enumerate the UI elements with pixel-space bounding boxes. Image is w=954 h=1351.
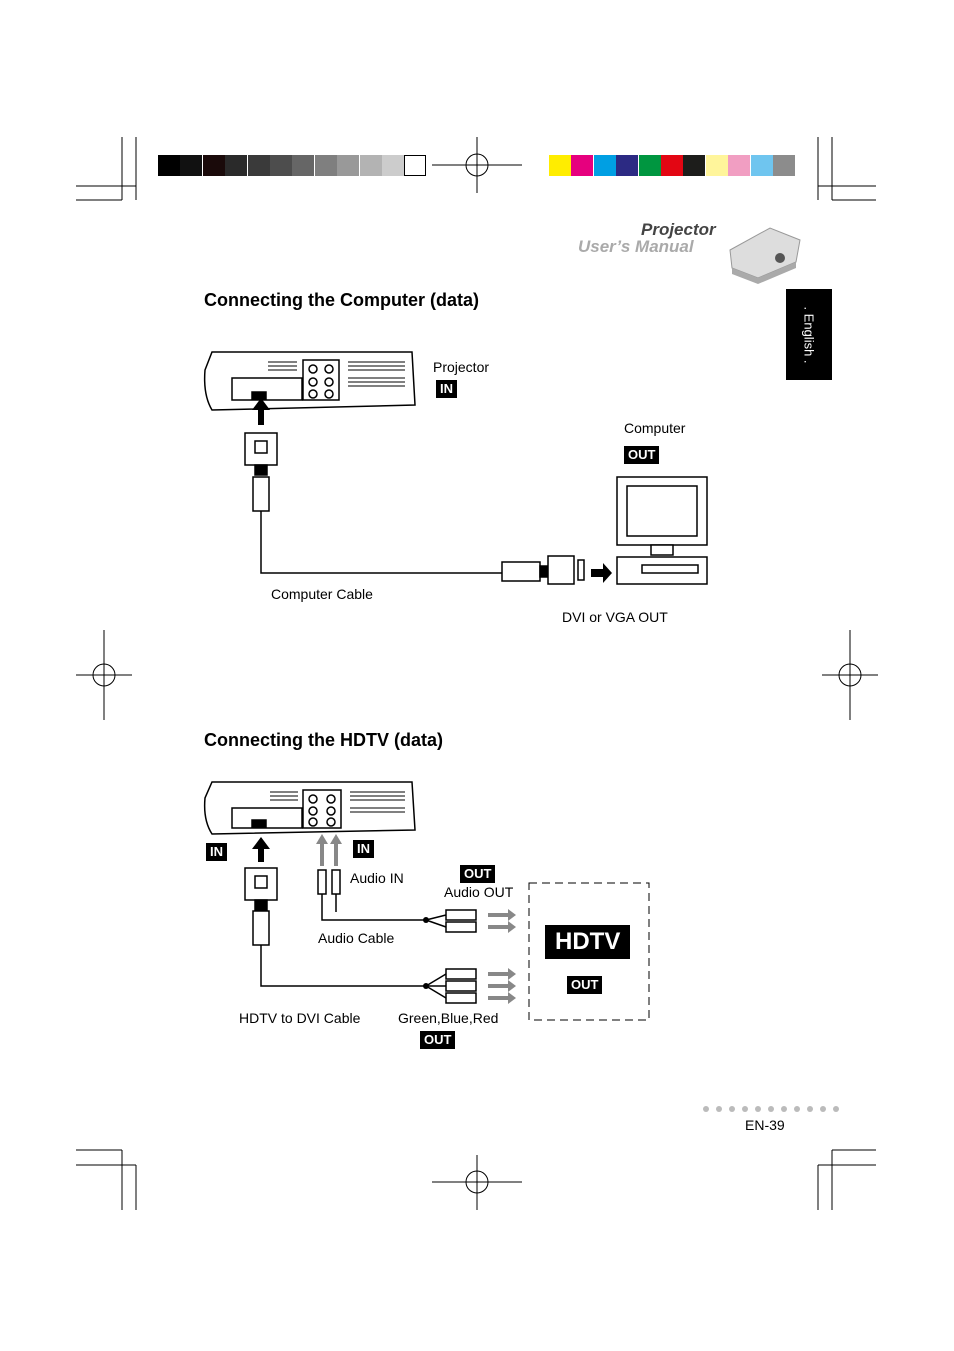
- color-swatch: [683, 155, 706, 176]
- gray-swatch: [382, 155, 404, 176]
- rgb-label: Green,Blue,Red: [398, 1010, 499, 1026]
- projector-label: Projector: [433, 359, 490, 375]
- audio-out-badge: OUT: [460, 865, 496, 883]
- gray-swatch: [225, 155, 248, 176]
- brand-title-manual: User’s Manual: [578, 237, 694, 256]
- dvi-vga-out-label: DVI or VGA OUT: [562, 609, 668, 625]
- gray-swatch: [158, 155, 180, 176]
- audio-out-label: Audio OUT: [444, 884, 514, 900]
- rgb-out-badge: OUT: [420, 1031, 456, 1049]
- gray-swatch: [180, 155, 203, 176]
- hdtv-in-badge: IN: [206, 843, 227, 861]
- audio-in-label: Audio IN: [350, 870, 404, 886]
- gray-swatch: [292, 155, 315, 176]
- gray-swatch: [337, 155, 360, 176]
- color-swatch: [728, 155, 751, 176]
- gray-swatch: [247, 155, 270, 176]
- gray-swatch: [359, 155, 382, 176]
- section-title-hdtv: Connecting the HDTV (data): [204, 730, 443, 750]
- page-number: EN-39: [745, 1117, 785, 1133]
- projector-in-badge: IN: [436, 380, 457, 398]
- color-swatch: [593, 155, 616, 176]
- color-swatch: [750, 155, 773, 176]
- hdtv-device-label: HDTV: [545, 925, 631, 959]
- computer-out-badge: OUT: [624, 446, 660, 464]
- language-tab: . English .: [786, 289, 832, 380]
- gray-swatch: [270, 155, 292, 176]
- audio-in-badge: IN: [353, 840, 374, 858]
- hdtv-dvi-cable-label: HDTV to DVI Cable: [239, 1010, 361, 1026]
- color-swatch: [638, 155, 661, 176]
- gray-swatch: [404, 155, 427, 176]
- gray-swatch: [202, 155, 225, 176]
- section-title-computer: Connecting the Computer (data): [204, 290, 479, 310]
- gray-swatch: [314, 155, 337, 176]
- computer-label: Computer: [624, 420, 686, 436]
- color-swatch: [549, 155, 571, 176]
- color-swatch: [571, 155, 594, 176]
- color-swatch: [773, 155, 795, 176]
- color-swatch: [705, 155, 728, 176]
- brand-title-projector: Projector: [641, 220, 716, 239]
- computer-cable-label: Computer Cable: [271, 586, 373, 602]
- audio-cable-label: Audio Cable: [318, 930, 395, 946]
- color-swatch: [616, 155, 639, 176]
- color-swatch: [661, 155, 683, 176]
- hdtv-out-badge: OUT: [567, 976, 603, 994]
